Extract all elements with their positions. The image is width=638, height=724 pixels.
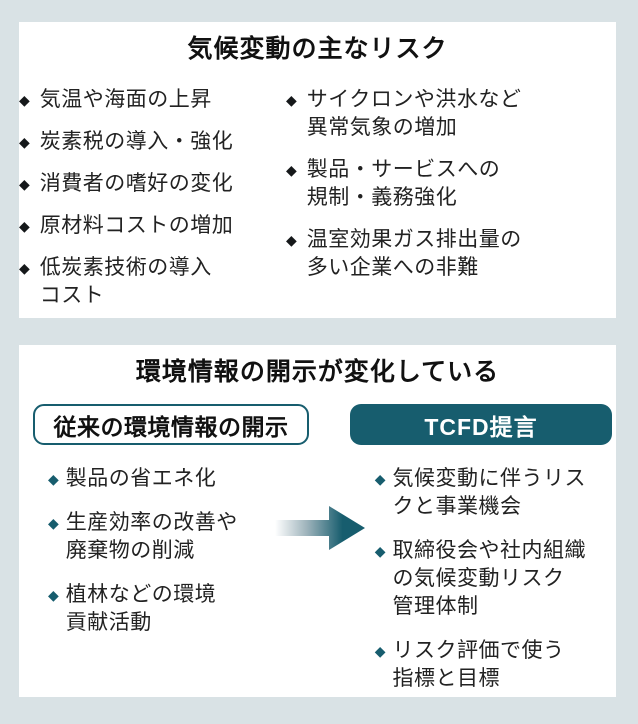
climate-risks-right-list: ◆ サイクロンや洪水など 異常気象の増加 ◆ 製品・サービスへの 規制・義務強化…	[286, 86, 576, 324]
diamond-bullet-icon: ◆	[286, 232, 297, 248]
list-item: ◆ 製品・サービスへの 規制・義務強化	[286, 156, 576, 212]
disclosure-header-row: 従来の環境情報の開示 TCFD提言	[33, 404, 616, 445]
list-item: ◆ 温室効果ガス排出量の 多い企業への非難	[286, 226, 576, 282]
list-item: ◆ 気候変動に伴うリス クと事業機会	[375, 465, 616, 521]
list-item-text: 低炭素技術の導入 コスト	[39, 256, 212, 307]
list-item-text: 炭素税の導入・強化	[39, 130, 234, 153]
diamond-bullet-icon: ◆	[48, 515, 59, 531]
tcfd-list: ◆ 気候変動に伴うリス クと事業機会 ◆ 取締役会や社内組織 の気候変動リスク …	[375, 465, 616, 709]
diamond-bullet-icon: ◆	[19, 176, 30, 192]
transition-arrow-container	[261, 465, 375, 709]
list-item: ◆ 低炭素技術の導入 コスト	[19, 254, 286, 310]
legacy-disclosure-header-label: 従来の環境情報の開示	[53, 413, 289, 440]
list-item: ◆ リスク評価で使う 指標と目標	[375, 637, 616, 693]
list-item-text: 製品・サービスへの 規制・義務強化	[306, 158, 501, 209]
list-item-text: 製品の省エネ化	[65, 467, 217, 490]
diamond-bullet-icon: ◆	[374, 471, 386, 487]
list-item-text: 生産効率の改善や 廃棄物の削減	[65, 511, 238, 562]
tcfd-header-box: TCFD提言	[350, 404, 612, 445]
list-item: ◆ 気温や海面の上昇	[19, 86, 286, 114]
disclosure-change-title: 環境情報の開示が変化している	[135, 358, 500, 386]
diamond-bullet-icon: ◆	[19, 218, 30, 234]
list-item: ◆ 炭素税の導入・強化	[19, 128, 286, 156]
list-item: ◆ 植林などの環境 貢献活動	[48, 581, 261, 637]
list-item-text: 消費者の嗜好の変化	[39, 172, 234, 195]
diamond-bullet-icon: ◆	[374, 643, 386, 659]
list-item: ◆ 原材料コストの増加	[19, 212, 286, 240]
list-item-text: リスク評価で使う 指標と目標	[392, 639, 565, 690]
list-item-text: 植林などの環境 貢献活動	[65, 583, 217, 634]
diamond-bullet-icon: ◆	[19, 260, 30, 276]
tcfd-header-label: TCFD提言	[424, 413, 538, 440]
disclosure-change-panel: 環境情報の開示が変化している 従来の環境情報の開示 TCFD提言 ◆ 製品の省エ…	[19, 345, 616, 697]
legacy-disclosure-list: ◆ 製品の省エネ化 ◆ 生産効率の改善や 廃棄物の削減 ◆ 植林などの環境 貢献…	[48, 465, 261, 709]
list-item-text: 取締役会や社内組織 の気候変動リスク 管理体制	[392, 539, 586, 618]
legacy-disclosure-header-box: 従来の環境情報の開示	[33, 404, 309, 445]
list-item-text: 温室効果ガス排出量の 多い企業への非難	[306, 228, 522, 279]
diamond-bullet-icon: ◆	[48, 471, 59, 487]
diamond-bullet-icon: ◆	[19, 92, 30, 108]
climate-risks-left-list: ◆ 気温や海面の上昇 ◆ 炭素税の導入・強化 ◆ 消費者の嗜好の変化 ◆ 原材料…	[19, 86, 286, 324]
right-arrow-icon	[274, 506, 365, 550]
diamond-bullet-icon: ◆	[48, 587, 59, 603]
climate-risks-title: 気候変動の主なリスク	[187, 35, 448, 63]
diamond-bullet-icon: ◆	[286, 92, 297, 108]
diamond-bullet-icon: ◆	[374, 543, 386, 559]
list-item: ◆ 生産効率の改善や 廃棄物の削減	[48, 509, 261, 565]
list-item-text: サイクロンや洪水など 異常気象の増加	[306, 88, 522, 139]
climate-risks-panel: 気候変動の主なリスク ◆ 気温や海面の上昇 ◆ 炭素税の導入・強化 ◆ 消費者の…	[19, 22, 616, 318]
list-item-text: 原材料コストの増加	[39, 214, 234, 237]
list-item: ◆ サイクロンや洪水など 異常気象の増加	[286, 86, 576, 142]
climate-risks-columns: ◆ 気温や海面の上昇 ◆ 炭素税の導入・強化 ◆ 消費者の嗜好の変化 ◆ 原材料…	[19, 86, 616, 324]
diamond-bullet-icon: ◆	[286, 162, 297, 178]
list-item-text: 気候変動に伴うリス クと事業機会	[392, 467, 586, 518]
diamond-bullet-icon: ◆	[19, 134, 30, 150]
list-item: ◆ 製品の省エネ化	[48, 465, 261, 493]
list-item: ◆ 消費者の嗜好の変化	[19, 170, 286, 198]
disclosure-content-row: ◆ 製品の省エネ化 ◆ 生産効率の改善や 廃棄物の削減 ◆ 植林などの環境 貢献…	[19, 465, 616, 709]
list-item-text: 気温や海面の上昇	[39, 88, 212, 111]
list-item: ◆ 取締役会や社内組織 の気候変動リスク 管理体制	[375, 537, 616, 621]
